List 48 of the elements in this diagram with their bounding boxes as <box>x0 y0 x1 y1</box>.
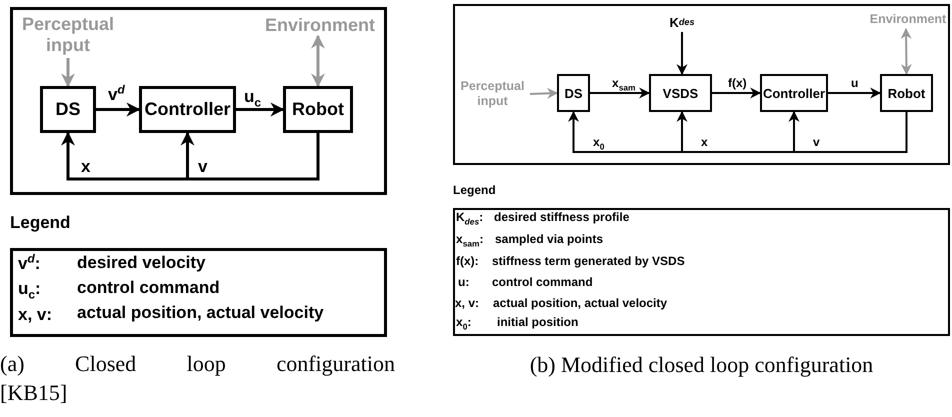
arrow <box>530 88 558 99</box>
input-label: Perceptual input <box>18 12 118 58</box>
arrow <box>712 88 762 98</box>
arrow <box>900 28 912 76</box>
process-box: Robot <box>283 86 353 133</box>
legend-symbol: u: <box>458 275 470 289</box>
legend-heading: Legend <box>453 183 496 197</box>
legend-symbol: K$_{des}$: <box>456 210 484 224</box>
feedback-arrow <box>180 132 320 180</box>
legend-symbol: f(x): <box>456 254 479 268</box>
arrow <box>96 102 140 116</box>
edge-label: f(x) <box>727 77 748 90</box>
arrow <box>590 88 650 98</box>
process-box: Robot <box>880 74 933 112</box>
process-box: Controller <box>760 74 828 112</box>
input-label: Perceptual input <box>455 78 530 110</box>
process-box: DS <box>40 86 96 133</box>
figure-caption: (b) Modified closed loop configuration <box>528 352 874 378</box>
legend-text: sampled via points <box>495 232 604 246</box>
arrow <box>676 32 688 76</box>
feedback-arrow <box>788 110 908 153</box>
legend-text: initial position <box>497 315 578 329</box>
legend-text: control command <box>77 278 220 298</box>
legend-heading: Legend <box>10 213 70 233</box>
legend-symbol: x, v: <box>18 305 52 325</box>
arrow <box>828 88 882 98</box>
diagram-frame <box>453 4 950 165</box>
legend-text: stiffness term generated by VSDS <box>492 254 685 268</box>
input-label: Environment <box>256 14 384 36</box>
legend-text: desired velocity <box>77 253 206 273</box>
process-box: DS <box>557 74 590 112</box>
process-box: VSDS <box>649 74 712 112</box>
figure-caption: (a) Closed loop configuration [KB15] <box>0 350 395 407</box>
legend-text: actual position, actual velocity <box>493 296 668 310</box>
arrow <box>236 102 284 116</box>
legend-text: actual position, actual velocity <box>77 303 324 323</box>
arrow <box>61 58 75 88</box>
arrow <box>310 34 325 88</box>
input-label: Environment <box>866 9 950 29</box>
legend-symbol: x, v: <box>455 296 480 310</box>
legend-symbol: x$_{sam}$: <box>456 232 484 246</box>
process-box: Controller <box>139 86 236 133</box>
legend-symbol: u$_{c}$: <box>18 279 41 299</box>
legend-symbol: x$_{0}$: <box>456 315 472 329</box>
legend-text: desired stiffness profile <box>494 210 630 224</box>
diagram-frame <box>10 7 387 195</box>
legend-text: control command <box>492 275 593 289</box>
legend-symbol: v$^{d}$: <box>18 254 40 274</box>
